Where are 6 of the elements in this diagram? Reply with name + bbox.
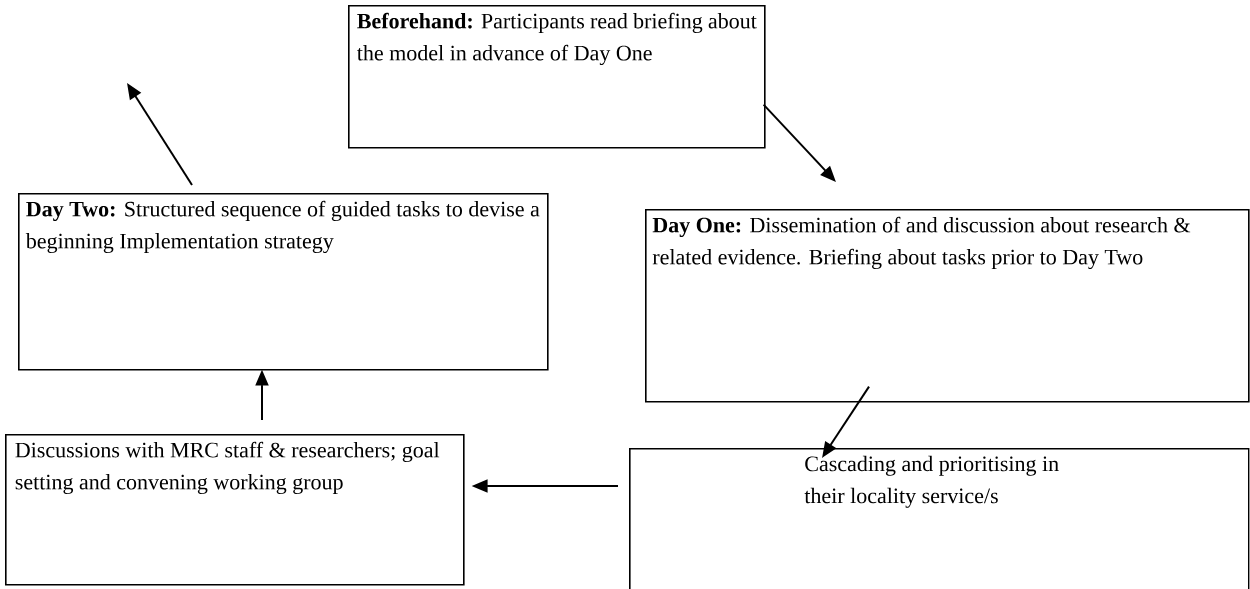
text-box: Day One: Dissemination of and discussion about research & related evidence. Briefing about tasks prior to Day Two xyxy=(645,209,1250,403)
text-box: Discussions with MRC staff & researchers; goal setting and convening working group xyxy=(5,434,465,586)
text-box: Day Two: Structured sequence of guided tasks to devise a beginning Implementation strategy xyxy=(18,193,549,371)
text-box: Beforehand: Participants read briefing about the model in advance of Day One xyxy=(348,5,766,149)
arrow xyxy=(762,103,836,182)
text-box: Cascading and prioritising in their locality service/s xyxy=(629,448,1250,589)
